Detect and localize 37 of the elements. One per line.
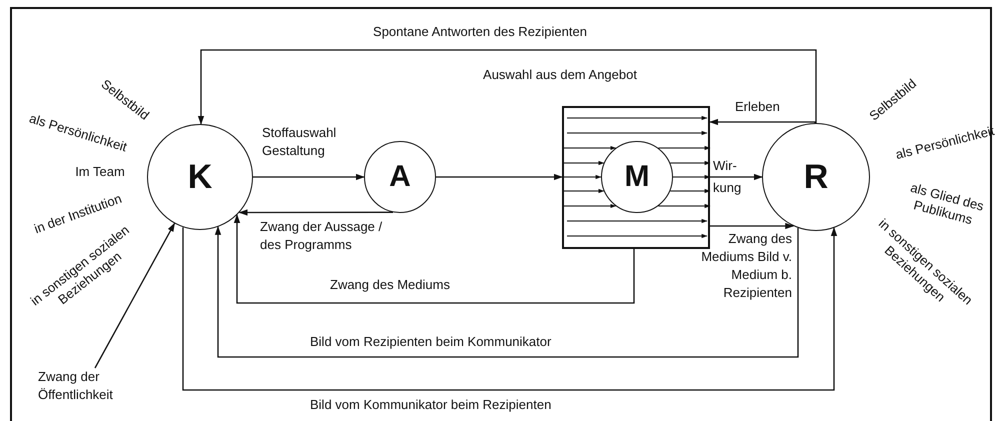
arrow [436, 174, 563, 180]
arrow [658, 146, 711, 150]
arrow [670, 160, 711, 166]
arrow [214, 226, 799, 358]
edge-label: Zwang der Aussage / des Programms [260, 218, 384, 254]
edge-label: Zwang des Mediums [330, 276, 451, 294]
arrow [562, 146, 616, 150]
edge-label: Erleben [735, 98, 781, 116]
edge-label: Wir- kung [713, 157, 742, 197]
arrow [562, 174, 602, 180]
arrow [709, 118, 816, 126]
arrow [670, 188, 711, 194]
arrow [253, 174, 365, 180]
arrow [562, 160, 604, 166]
circle-node: A [364, 141, 436, 213]
arrow [198, 49, 817, 125]
arrow [562, 204, 616, 208]
edge-label: Spontane Antworten des Rezipienten [372, 23, 588, 41]
arrow [710, 174, 763, 180]
arrow [238, 209, 393, 216]
arrow [562, 188, 604, 194]
text-label: Im Team [75, 164, 125, 180]
arrow [182, 227, 838, 391]
text-label: Zwang der Öffentlichkeit [38, 368, 143, 404]
edge-label: Bild vom Rezipienten beim Kommunikator [310, 333, 552, 351]
circle-node: M [601, 141, 673, 213]
arrow [234, 214, 635, 304]
edge-label: Bild vom Kommunikator beim Rezipienten [310, 396, 552, 414]
circle-node: R [762, 123, 870, 231]
text-label: Auswahl aus dem Angebot [483, 67, 637, 83]
circle-node: K [147, 124, 253, 230]
arrow [658, 204, 711, 208]
arrow [672, 174, 711, 180]
leader-arrow [94, 222, 176, 368]
edge-label: Zwang des Mediums Bild v. Medium b. Rezipienten [700, 230, 792, 302]
arrow [710, 222, 794, 230]
edge-label: Stoffauswahl Gestaltung [262, 124, 338, 160]
